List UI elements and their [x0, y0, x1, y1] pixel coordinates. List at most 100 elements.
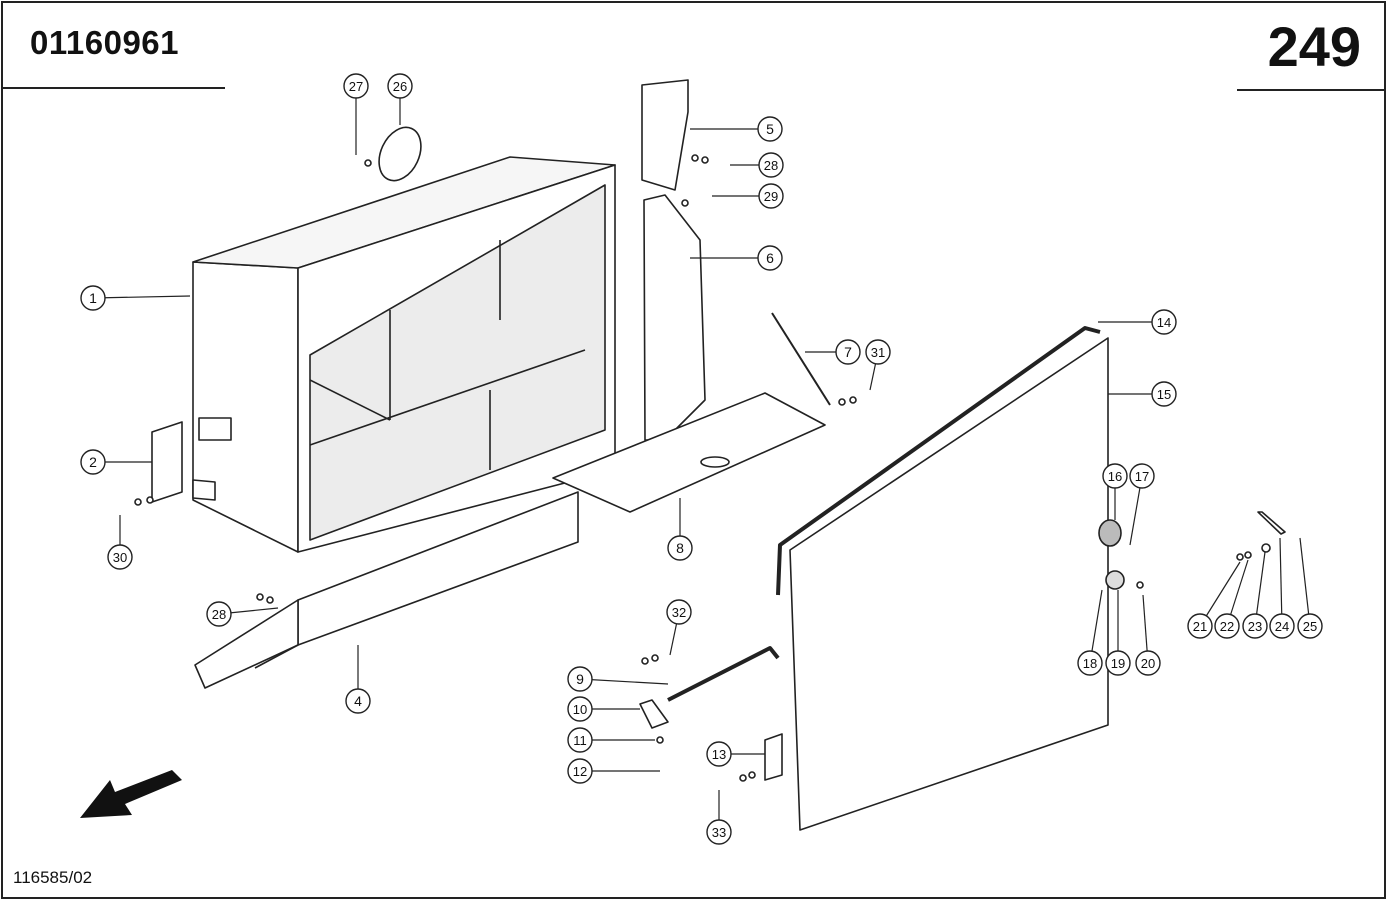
callout-label: 7: [844, 344, 852, 360]
callout-20: 20: [1135, 650, 1161, 676]
callout-label: 23: [1248, 619, 1262, 634]
callout-circle: [1214, 613, 1240, 639]
part-seal-strip: [776, 326, 1101, 596]
callout-23: 23: [1242, 613, 1268, 639]
callout-label: 18: [1083, 656, 1097, 671]
callout-label: 27: [349, 79, 363, 94]
callout-27: 27: [343, 73, 369, 99]
callout-label: 4: [354, 693, 362, 709]
callout-7: 7: [835, 339, 861, 365]
callout-10: 10: [567, 696, 593, 722]
leader-line-24: [1279, 537, 1283, 627]
callout-circle: [1129, 463, 1155, 489]
callout-circle: [757, 245, 783, 271]
callout-circle: [567, 758, 593, 784]
callout-circle: [1187, 613, 1213, 639]
leader-line-1: [92, 295, 191, 299]
part-lower-post: [643, 194, 706, 441]
callout-9: 9: [567, 666, 593, 692]
callout-label: 15: [1157, 387, 1171, 402]
callout-label: 16: [1108, 469, 1122, 484]
callout-8: 8: [667, 535, 693, 561]
fasteners: [134, 154, 1271, 782]
tray-hole: [700, 456, 730, 468]
callout-circle: [1297, 613, 1323, 639]
callout-circle: [206, 601, 232, 627]
callout-circle: [667, 535, 693, 561]
callout-circle: [1102, 463, 1128, 489]
part-bracket: [151, 421, 183, 503]
callout-19: 19: [1105, 650, 1131, 676]
part-cover-plate: [378, 126, 422, 182]
callout-4: 4: [345, 688, 371, 714]
callout-12: 12: [567, 758, 593, 784]
callout-28: 28: [206, 601, 232, 627]
callout-label: 5: [766, 121, 774, 137]
callout-label: 32: [672, 605, 686, 620]
callout-circle: [835, 339, 861, 365]
callout-label: 12: [573, 764, 587, 779]
callout-25: 25: [1297, 613, 1323, 639]
callout-31: 31: [865, 339, 891, 365]
callout-circle: [345, 688, 371, 714]
callout-circle: [865, 339, 891, 365]
callout-label: 21: [1193, 619, 1207, 634]
callout-label: 28: [212, 607, 226, 622]
callout-circle: [706, 741, 732, 767]
callout-circle: [567, 696, 593, 722]
callout-label: 22: [1220, 619, 1234, 634]
callout-18: 18: [1077, 650, 1103, 676]
callout-label: 13: [712, 747, 726, 762]
callout-circle: [567, 666, 593, 692]
part-bottom-trough: [194, 491, 579, 689]
leader-line-25: [1299, 537, 1311, 627]
callout-circle: [387, 73, 413, 99]
callout-16: 16: [1102, 463, 1128, 489]
callout-label: 28: [764, 158, 778, 173]
part-latch: [1105, 570, 1125, 590]
callout-circle: [1135, 650, 1161, 676]
callout-5: 5: [757, 116, 783, 142]
callout-label: 19: [1111, 656, 1125, 671]
direction-arrow: [80, 770, 182, 818]
callout-label: 30: [113, 550, 127, 565]
callout-circle: [1151, 381, 1177, 407]
part-upper-post: [641, 79, 689, 191]
callout-circle: [758, 152, 784, 178]
callout-26: 26: [387, 73, 413, 99]
callout-13: 13: [706, 741, 732, 767]
callout-circle: [107, 544, 133, 570]
callout-label: 24: [1275, 619, 1289, 634]
callout-15: 15: [1151, 381, 1177, 407]
callout-30: 30: [107, 544, 133, 570]
callout-label: 17: [1135, 469, 1149, 484]
callout-label: 11: [573, 733, 587, 748]
callout-circle: [80, 449, 106, 475]
callout-17: 17: [1129, 463, 1155, 489]
callout-6: 6: [757, 245, 783, 271]
callout-circle: [1105, 650, 1131, 676]
callout-2: 2: [80, 449, 106, 475]
drawing-reference: 116585/02: [13, 868, 93, 887]
callout-circle: [343, 73, 369, 99]
callout-24: 24: [1269, 613, 1295, 639]
callout-14: 14: [1151, 309, 1177, 335]
callout-21: 21: [1187, 613, 1213, 639]
callout-label: 6: [766, 250, 774, 266]
callout-label: 8: [676, 540, 684, 556]
callout-1: 1: [80, 285, 106, 311]
part-cabinet-frame: [192, 156, 616, 553]
callout-circle: [757, 116, 783, 142]
callout-label: 10: [573, 702, 587, 717]
leader-line-9: [579, 678, 669, 685]
callout-label: 1: [89, 290, 97, 306]
callout-33: 33: [706, 819, 732, 845]
callout-circle: [1151, 309, 1177, 335]
callout-label: 25: [1303, 619, 1317, 634]
part-rod: [667, 646, 780, 702]
part-grommet: [1098, 519, 1122, 547]
callout-28: 28: [758, 152, 784, 178]
part-cable: [771, 312, 831, 406]
